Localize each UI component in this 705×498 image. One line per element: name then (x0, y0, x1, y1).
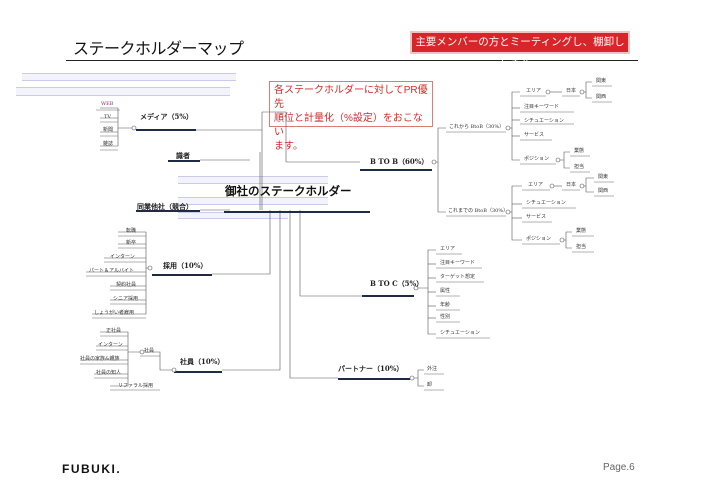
future-area-label: エリア (526, 88, 542, 94)
recruit-item: インターン (110, 254, 135, 260)
media-newspaper-label: 新聞 (103, 127, 114, 133)
past-type-label: 業態 (576, 228, 587, 234)
note-line: 順位と計量化（%設定）をおこない (274, 113, 423, 138)
recruit-branch-label: 採用（10%） (163, 261, 208, 270)
partner-item: 外注 (427, 366, 438, 372)
btob-future-label: これから BtoB（30%） (449, 124, 505, 130)
btoc-item: 注目キーワード (440, 260, 476, 266)
future-japan-label: 日本 (566, 88, 577, 94)
blurred-text-bar (178, 197, 328, 205)
partner-branch-label: パートナー（10%） (338, 364, 404, 373)
btoc-item: エリア (440, 246, 456, 252)
future-situation-label: シチュエーション (524, 118, 564, 124)
past-role-label: 担当 (576, 244, 587, 250)
media-branch-label: メディア（5%） (140, 112, 194, 121)
note-line: ます。 (274, 141, 303, 152)
media-magazine-label: 雑誌 (103, 141, 114, 147)
priority-note: 各ステークホルダーに対してPR優先 順位と計量化（%設定）をおこない ます。 (269, 81, 433, 152)
btob-branch-label: B TO B（60%） (370, 157, 429, 166)
employees-item: リファラル採用 (118, 383, 154, 389)
employees-item: インターン (98, 342, 123, 348)
employees-sub-label: 社員 (144, 348, 155, 354)
future-kanto-label: 関東 (596, 78, 607, 84)
page-title: ステークホルダーマップ (73, 41, 244, 58)
btoc-item: 性別 (440, 314, 451, 320)
past-kansai-label: 関西 (598, 188, 609, 194)
recruit-item: 新卒 (126, 240, 137, 246)
blurred-text-bar (178, 176, 328, 184)
btoc-item: 年齢 (440, 302, 451, 308)
recruit-item: 転職 (126, 228, 137, 234)
past-japan-label: 日本 (566, 182, 577, 188)
recruit-item: シニア採用 (113, 296, 139, 302)
partner-item: 卸 (427, 382, 433, 388)
note-line: 各ステークホルダーに対してPR優先 (274, 85, 428, 110)
future-kansai-label: 関西 (596, 94, 607, 100)
future-type-label: 業態 (574, 148, 585, 154)
company-logo: FUBUKI. (62, 462, 122, 476)
experts-branch-label: 識者 (176, 151, 190, 160)
past-service-label: サービス (526, 214, 547, 220)
recruit-item: 契約社員 (116, 282, 137, 288)
future-service-label: サービス (524, 132, 545, 138)
recruit-item: しょうがい者雇用 (94, 310, 135, 316)
btoc-branch-label: B TO C（5%） (370, 279, 424, 288)
employees-item: 正社員 (106, 328, 122, 334)
page-number: Page.6 (603, 462, 635, 473)
blurred-text-bar (16, 87, 230, 96)
title-divider (66, 60, 638, 61)
past-position-label: ポジション (526, 236, 552, 242)
past-situation-label: シチュエーション (526, 200, 566, 206)
btoc-item: シチュエーション (440, 330, 480, 336)
past-area-label: エリア (528, 182, 544, 188)
employees-item: 社員の知人 (96, 370, 122, 376)
past-kanto-label: 関東 (598, 174, 609, 180)
media-tv-label: TV (104, 114, 111, 120)
blurred-text-bar (22, 73, 236, 81)
recruit-item: パート＆アルバイト (89, 268, 134, 274)
btoc-item: ターゲット想定 (440, 274, 476, 280)
media-web-label: WEB (101, 101, 114, 107)
highlight-banner: 主要メンバーの方とミーティングし、棚卸しします。 (412, 33, 628, 67)
future-position-label: ポジション (524, 156, 550, 162)
center-node: 御社のステークホルダー (225, 184, 352, 198)
future-keyword-label: 注目キーワード (524, 104, 560, 110)
employees-item: 社員の家族&親族 (80, 356, 120, 362)
btoc-item: 属性 (440, 288, 451, 294)
future-role-label: 担当 (574, 164, 585, 170)
employees-branch-label: 社員（10%） (180, 357, 225, 366)
industry-branch-label: 同業他社（競合） (137, 202, 193, 211)
btob-past-label: これまでの BtoB（30%） (448, 208, 509, 214)
